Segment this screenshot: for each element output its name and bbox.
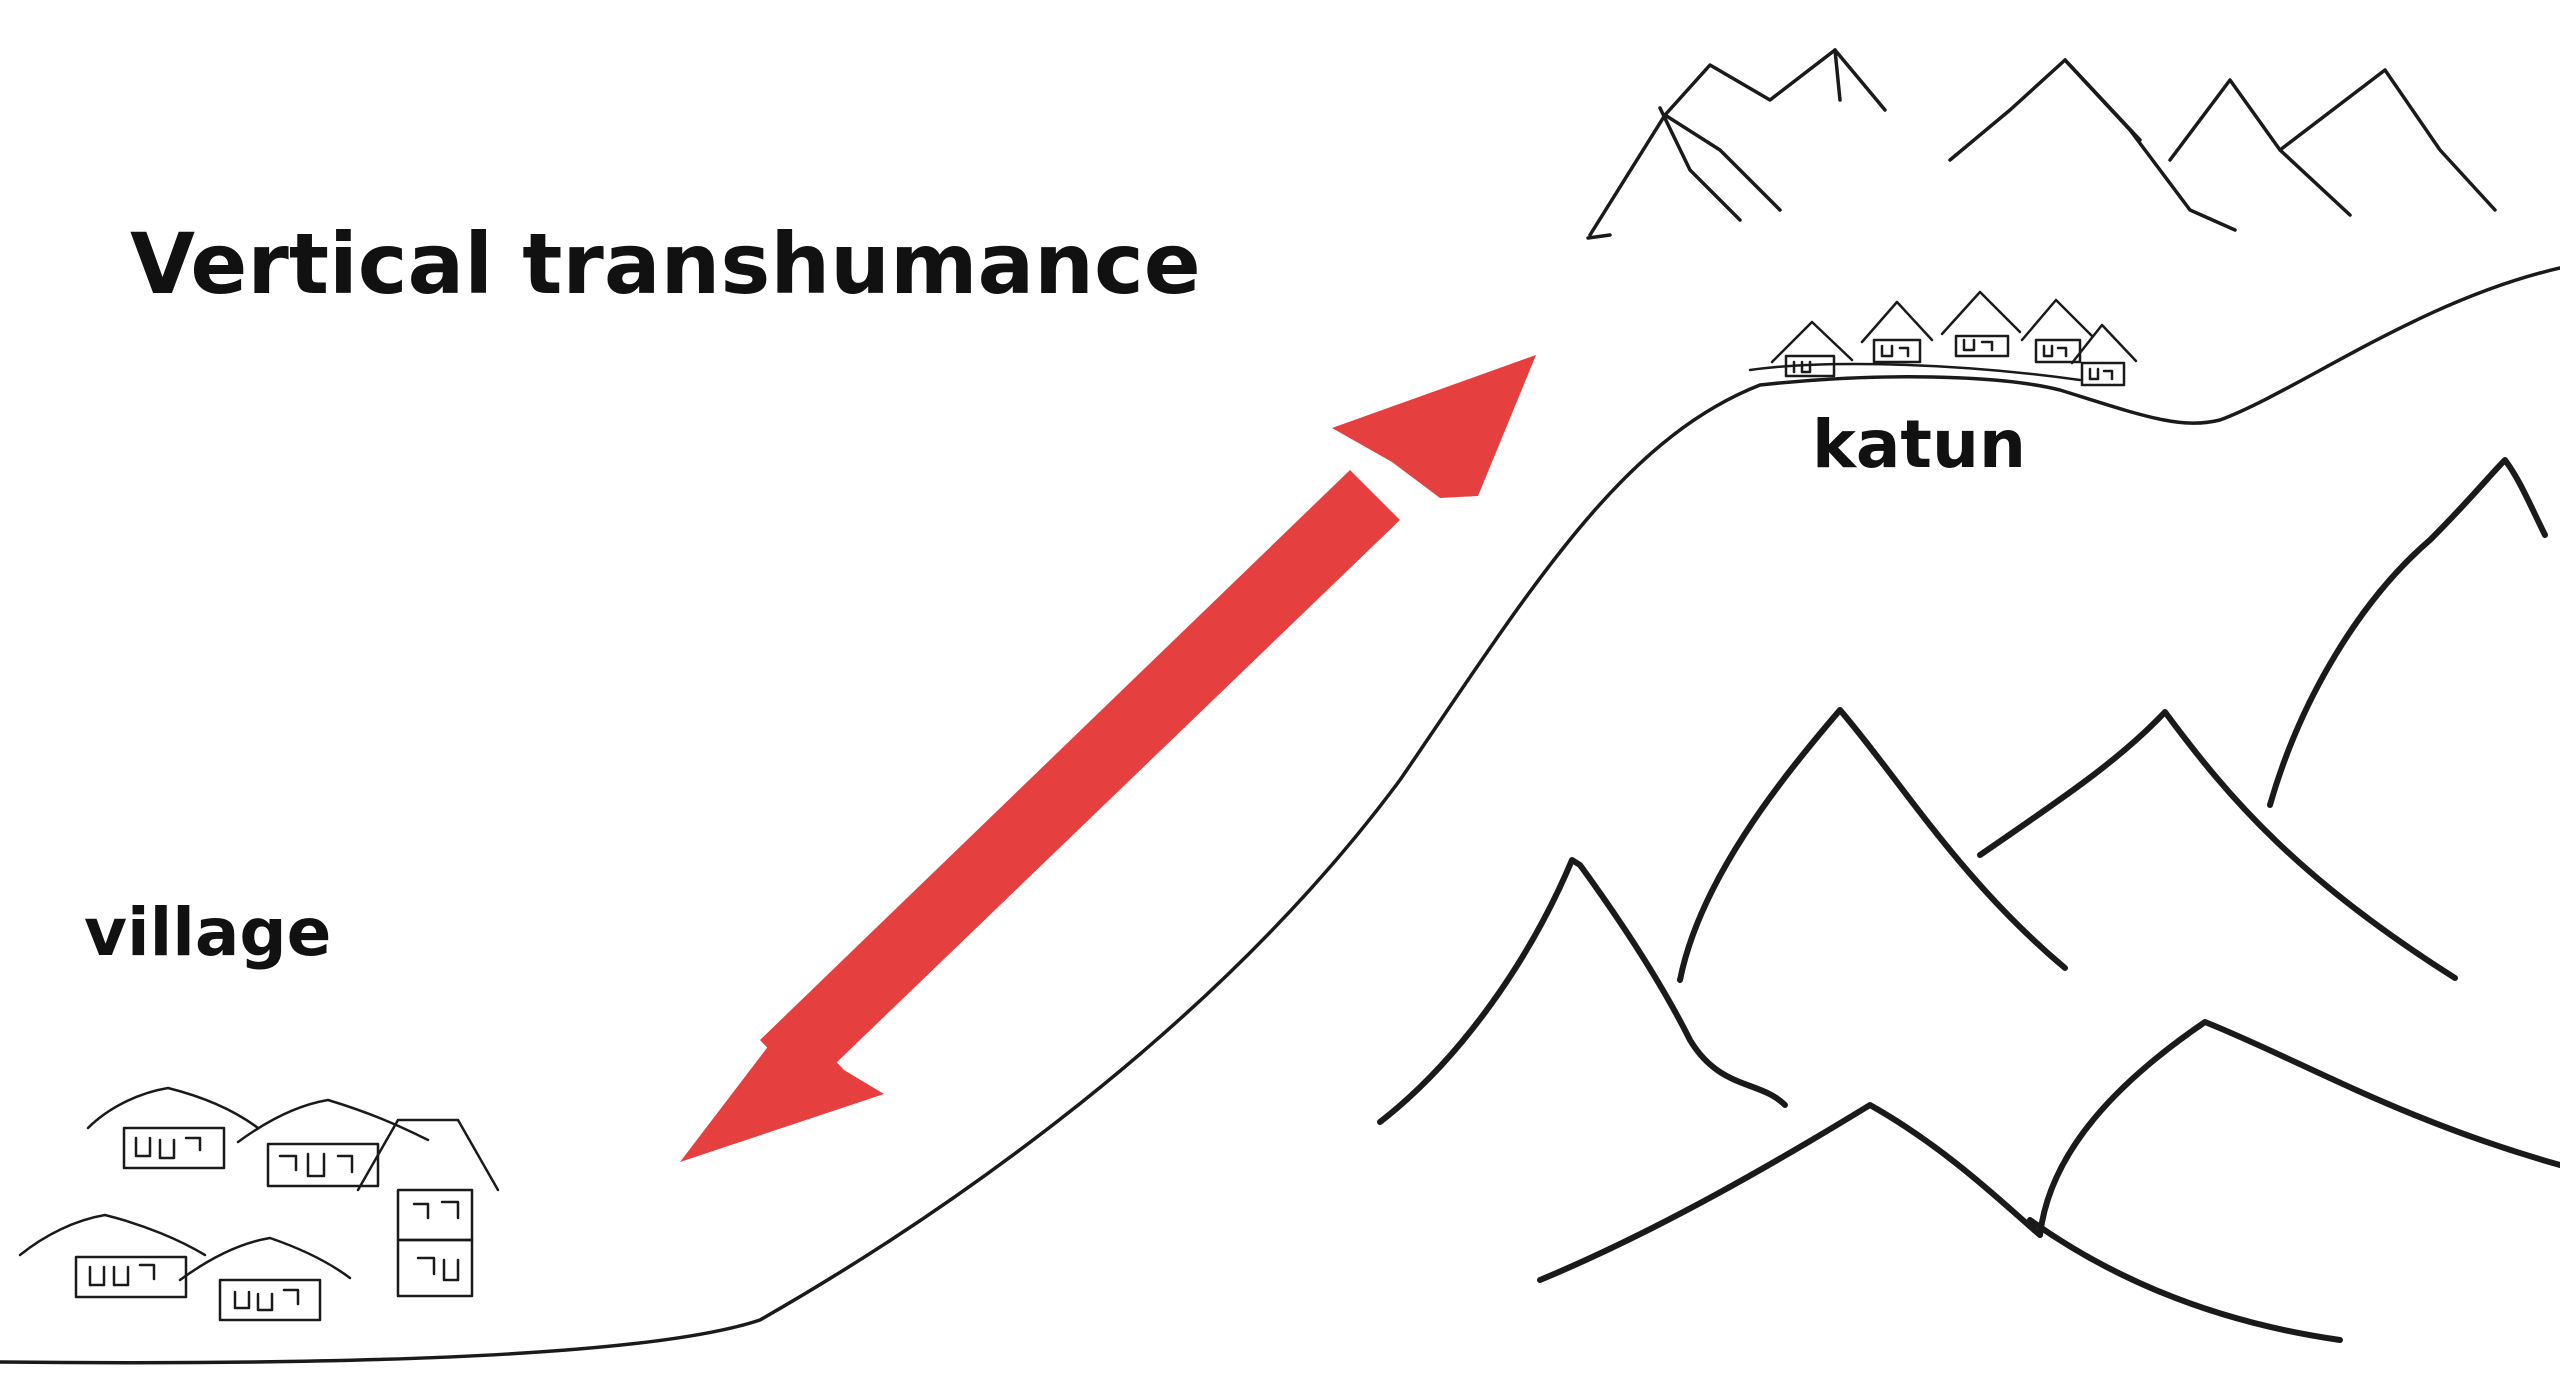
mountain-peak-right [2270, 460, 2545, 805]
house-icon [180, 1238, 350, 1320]
diagram-title: Vertical transhumance [130, 222, 1201, 306]
house-icon [88, 1088, 258, 1168]
foreground-mountains [1380, 460, 2560, 1340]
arrow-shaft [760, 470, 1400, 1090]
distant-peak-4 [1950, 60, 2235, 230]
distant-peak-5 [1660, 108, 1740, 220]
house-icon [1862, 302, 1932, 362]
double-headed-arrow-icon [680, 355, 1536, 1162]
mountain-peak-left [1380, 860, 1785, 1122]
house-icon [1772, 322, 1852, 376]
village-label: village [84, 900, 331, 966]
distant-peak-6 [2065, 60, 2140, 140]
arrow-head-up [1332, 355, 1536, 498]
distant-peak-7 [2170, 80, 2350, 215]
mountain-ridge-lower [1540, 1105, 2040, 1280]
katun-houses [1750, 292, 2136, 385]
house-icon [20, 1215, 205, 1297]
mountain-base-valley [2030, 1220, 2340, 1340]
katun-label: katun [1812, 412, 2026, 478]
mountain-slope-line [0, 268, 2560, 1363]
house-icon [1942, 292, 2020, 356]
house-icon [2072, 325, 2136, 385]
mountain-ridge-lower-right [2040, 1022, 2560, 1235]
distant-peak-1 [1590, 115, 1780, 235]
mountain-peak-center [1980, 712, 2455, 978]
mountain-peak-middle [1680, 710, 2065, 980]
house-icon [238, 1100, 428, 1186]
distant-peak-2 [1665, 50, 1885, 115]
distant-peak-8 [2280, 70, 2495, 210]
village-houses [20, 1088, 498, 1320]
distant-mountain-range [1588, 50, 2495, 238]
